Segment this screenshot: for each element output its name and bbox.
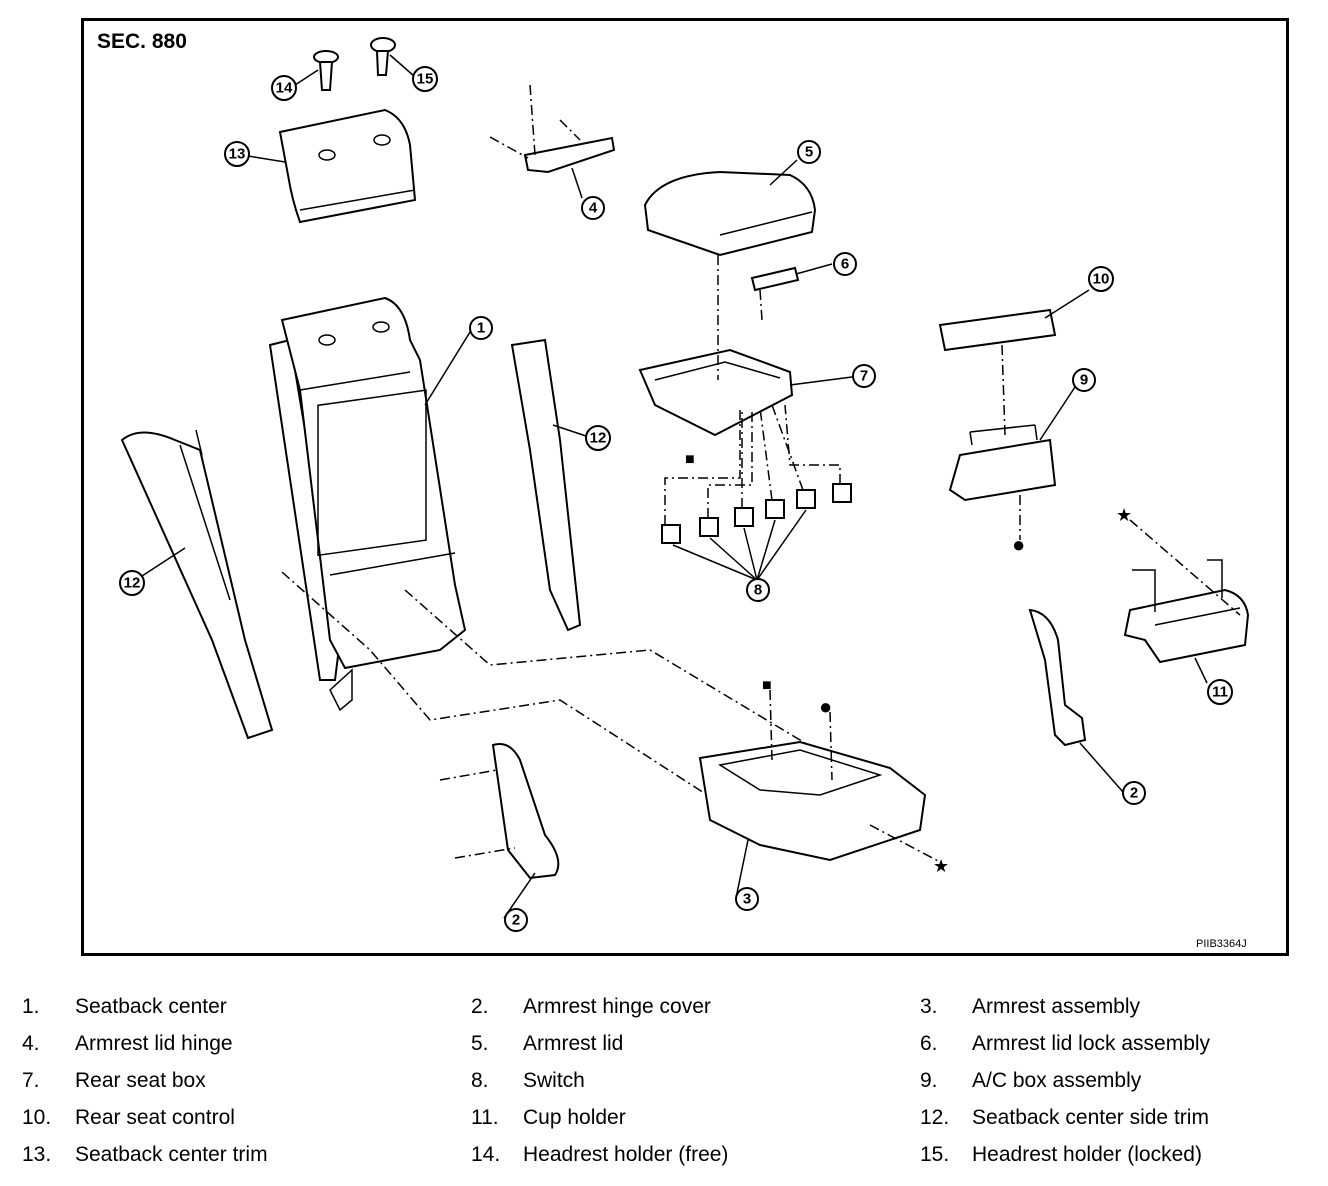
figure-code: PIIB3364J	[1196, 938, 1247, 950]
legend-number: 13.	[22, 1143, 52, 1166]
callout-7: 7	[852, 364, 876, 388]
callout-15: 15	[412, 66, 438, 92]
legend-part-name: Armrest assembly	[972, 995, 1141, 1018]
legend-row: 4. Armrest lid hinge 5. Armrest lid 6. A…	[0, 1032, 1328, 1062]
svg-text:14: 14	[276, 80, 293, 97]
svg-text:2: 2	[1130, 785, 1138, 802]
legend-number: 6.	[920, 1032, 938, 1055]
svg-text:12: 12	[124, 575, 141, 592]
legend-part-name: Rear seat box	[75, 1069, 206, 1092]
legend-part-name: Seatback center	[75, 995, 227, 1018]
section-title: SEC. 880	[97, 30, 187, 53]
svg-text:12: 12	[590, 430, 607, 447]
legend-part-name: Headrest holder (free)	[523, 1143, 729, 1166]
diagram-frame	[81, 18, 1289, 956]
circle-marker: ●	[819, 694, 832, 719]
callout-9: 9	[1072, 368, 1096, 392]
legend-part-name: Switch	[523, 1069, 585, 1092]
legend-number: 15.	[920, 1143, 950, 1166]
armrest-lid-hinge-part	[489, 84, 616, 174]
svg-text:5: 5	[805, 144, 813, 161]
callout-13: 13	[224, 141, 250, 167]
legend-row: 13. Seatback center trim 14. Headrest ho…	[0, 1143, 1328, 1173]
legend-number: 8.	[471, 1069, 489, 1092]
legend-number: 1.	[22, 995, 40, 1018]
square-marker: ■	[685, 451, 695, 468]
legend-part-name: Cup holder	[523, 1106, 626, 1129]
cup-holder-part	[1123, 519, 1250, 664]
armrest-lid-lock-part	[750, 266, 800, 321]
headrest-holder-locked-part	[370, 37, 396, 76]
svg-text:6: 6	[841, 256, 849, 273]
callout-4: 4	[581, 196, 605, 220]
callout-2-left: 2	[504, 908, 528, 932]
seatback-center-side-trim-left-part	[120, 429, 274, 740]
square-marker: ■	[762, 677, 772, 694]
armrest-hinge-cover-left-part	[439, 743, 560, 880]
callout-1: 1	[469, 316, 493, 340]
seatback-center-trim-part	[278, 108, 417, 224]
legend-row: 1. Seatback center 2. Armrest hinge cove…	[0, 995, 1328, 1025]
legend-number: 9.	[920, 1069, 938, 1092]
circle-marker: ●	[1012, 532, 1025, 557]
legend-number: 4.	[22, 1032, 40, 1055]
callout-14: 14	[271, 75, 297, 101]
svg-text:7: 7	[860, 368, 868, 385]
legend-number: 7.	[22, 1069, 40, 1092]
callout-10: 10	[1088, 266, 1114, 292]
legend-number: 14.	[471, 1143, 501, 1166]
svg-text:15: 15	[417, 71, 434, 88]
svg-text:11: 11	[1212, 684, 1228, 701]
svg-text:13: 13	[229, 146, 246, 163]
svg-text:8: 8	[754, 582, 762, 599]
legend-part-name: Seatback center side trim	[972, 1106, 1209, 1129]
headrest-holder-free-part	[313, 50, 339, 91]
callout-11: 11	[1207, 679, 1233, 705]
legend-part-name: Armrest lid lock assembly	[972, 1032, 1211, 1055]
armrest-assembly-part	[281, 571, 941, 863]
svg-text:1: 1	[477, 320, 485, 337]
legend-number: 11.	[471, 1106, 499, 1129]
leader-lines	[141, 54, 1208, 919]
star-marker: ★	[933, 856, 949, 876]
callout-6: 6	[833, 252, 857, 276]
legend-part-name: Armrest lid hinge	[75, 1032, 233, 1055]
legend-part-name: Armrest hinge cover	[523, 995, 711, 1018]
callout-12-left: 12	[119, 570, 145, 596]
legend-number: 10.	[22, 1106, 52, 1129]
svg-text:9: 9	[1080, 372, 1088, 389]
legend-part-name: Headrest holder (locked)	[972, 1143, 1202, 1166]
star-marker: ★	[1116, 505, 1132, 525]
ac-box-assembly-part	[948, 424, 1057, 540]
callout-8: 8	[746, 578, 770, 602]
callout-12-right: 12	[585, 425, 611, 451]
legend-part-name: Armrest lid	[523, 1032, 624, 1055]
seatback-center-side-trim-right-part	[510, 338, 582, 632]
legend-row: 7. Rear seat box 8. Switch 9. A/C box as…	[0, 1069, 1328, 1099]
callout-3: 3	[735, 887, 759, 911]
svg-text:3: 3	[743, 891, 751, 908]
legend-part-name: Seatback center trim	[75, 1143, 268, 1166]
callout-5: 5	[797, 140, 821, 164]
legend-number: 5.	[471, 1032, 489, 1055]
svg-text:2: 2	[512, 912, 520, 929]
armrest-hinge-cover-right-part	[1028, 608, 1087, 747]
callout-2-right: 2	[1122, 781, 1146, 805]
legend-part-name: A/C box assembly	[972, 1069, 1142, 1092]
legend-number: 3.	[920, 995, 938, 1018]
legend-number: 2.	[471, 995, 489, 1018]
seatback-center-part	[268, 296, 467, 712]
svg-text:10: 10	[1093, 271, 1110, 288]
armrest-lid-part	[643, 170, 817, 257]
switch-parts	[661, 404, 852, 544]
rear-seat-control-part	[938, 308, 1057, 436]
svg-text:4: 4	[589, 200, 598, 217]
legend-part-name: Rear seat control	[75, 1106, 235, 1129]
legend-row: 10. Rear seat control 11. Cup holder 12.…	[0, 1106, 1328, 1136]
rear-seat-box-part	[638, 255, 794, 437]
legend-number: 12.	[920, 1106, 950, 1129]
